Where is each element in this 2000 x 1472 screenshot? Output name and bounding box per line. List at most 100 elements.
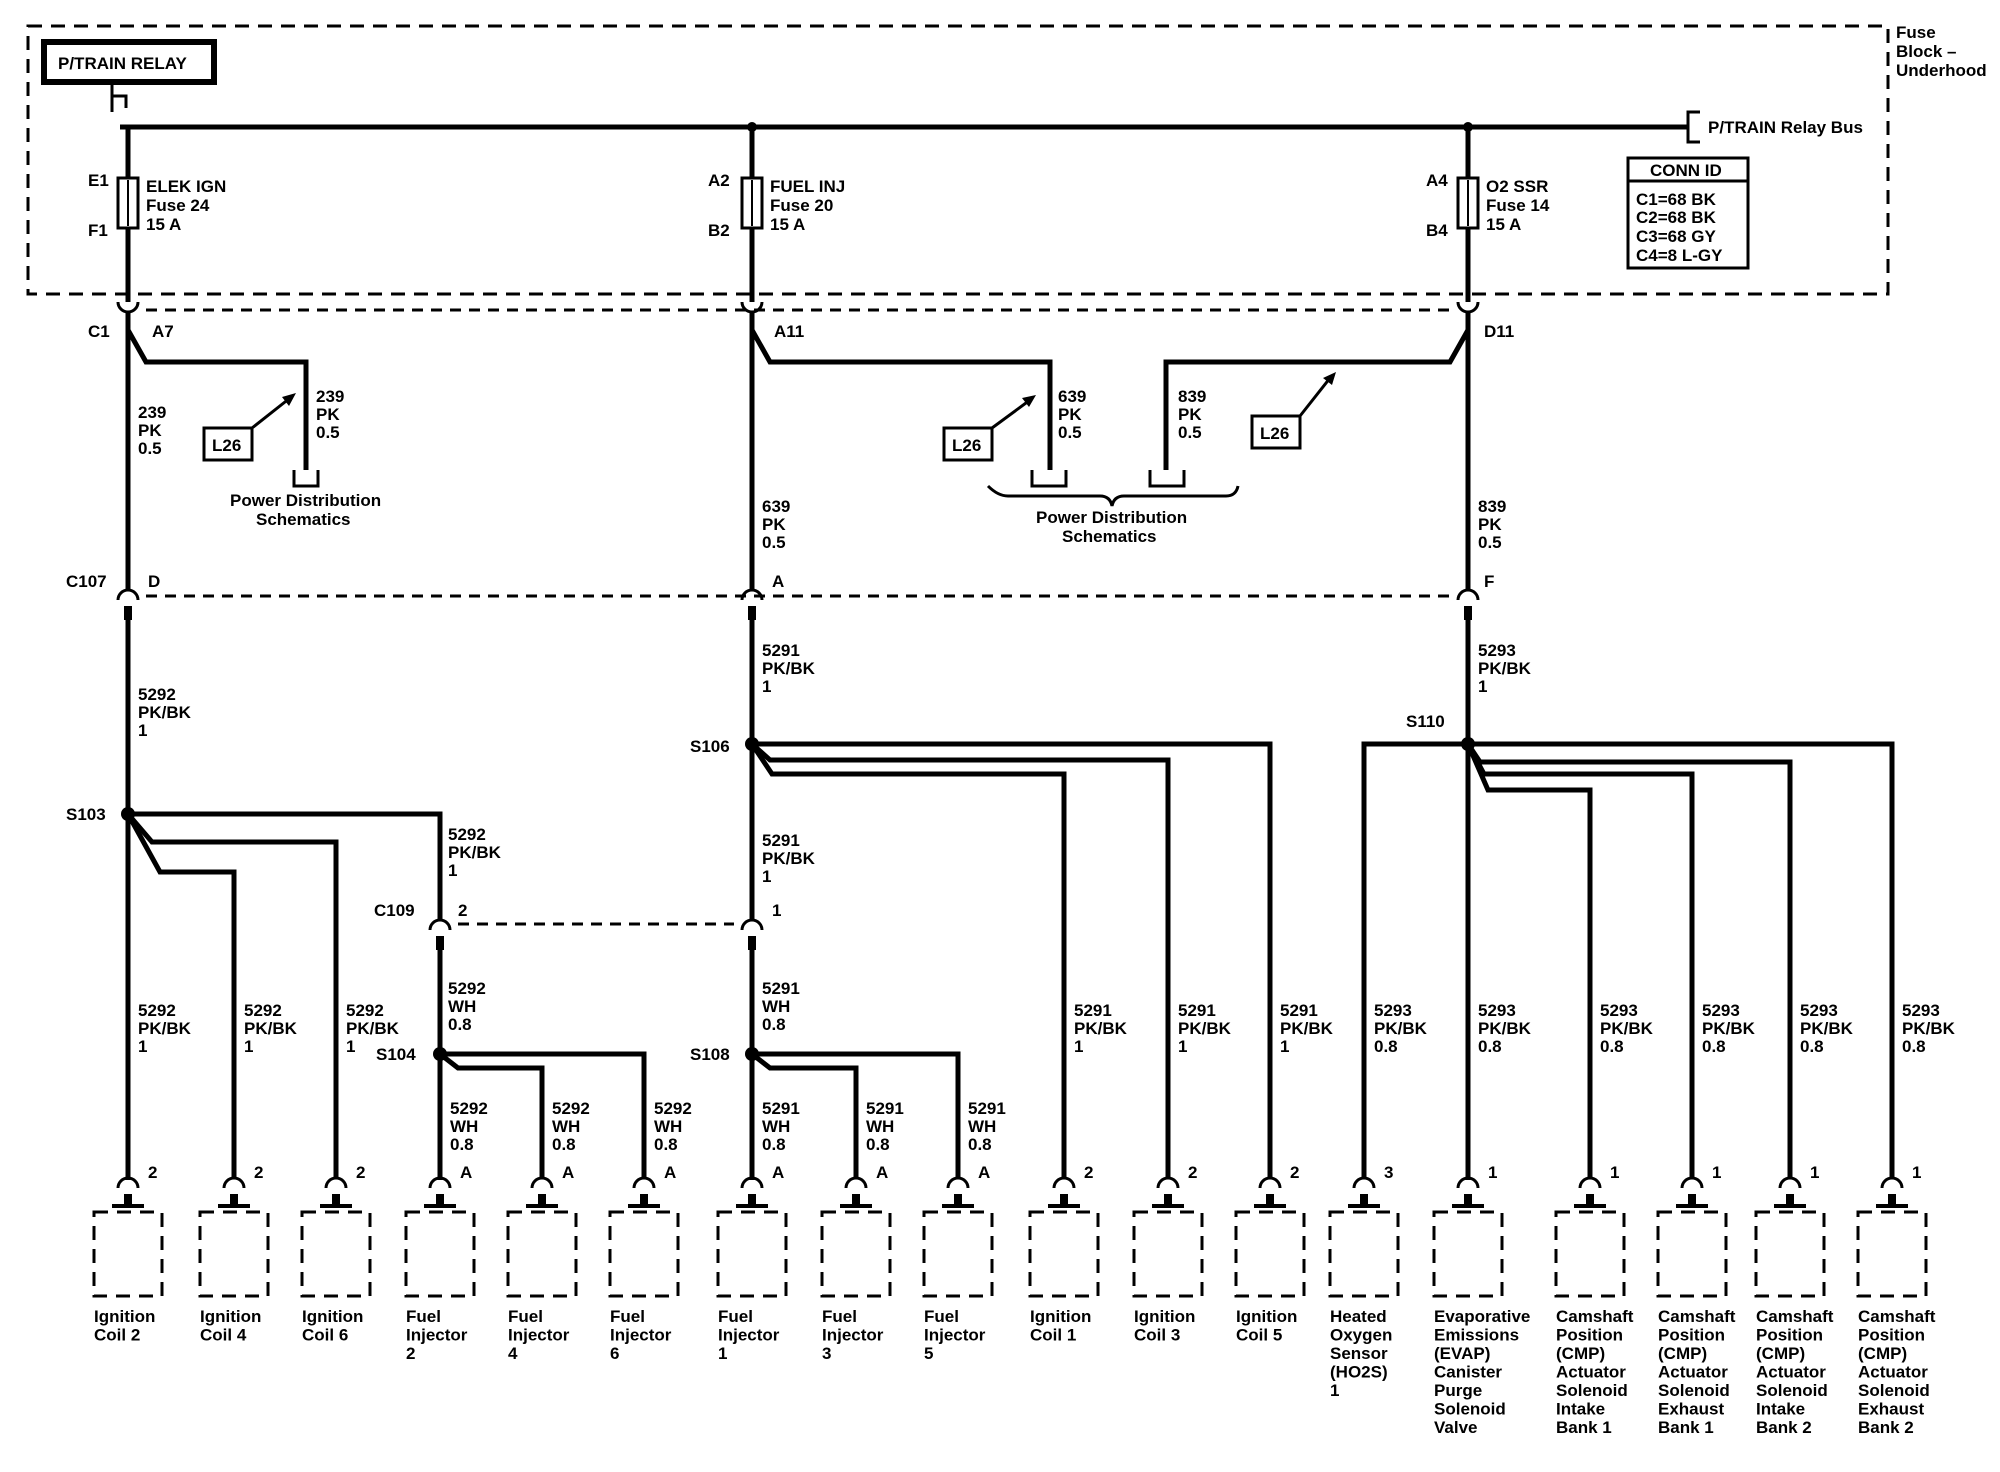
load-wire-number: 5293 — [1600, 1001, 1638, 1020]
load-component-box — [716, 1210, 788, 1298]
load-wire-color: WH — [762, 1117, 790, 1136]
fuse-name: FUEL INJ — [770, 177, 845, 196]
wire-size: 1 — [762, 677, 771, 696]
load-name: (CMP) — [1658, 1344, 1707, 1363]
wire-color: WH — [448, 997, 476, 1016]
fuse-number: Fuse 14 — [1486, 196, 1550, 215]
load-connector-terminal — [954, 1194, 962, 1206]
wire-color: PK/BK — [138, 703, 192, 722]
load-pin-label: A — [562, 1163, 574, 1182]
ref-tag-l26-1[interactable]: L26 — [202, 393, 296, 462]
load-name: Emissions — [1434, 1326, 1519, 1345]
load-name: Bank 2 — [1858, 1418, 1914, 1437]
load-component-box — [1028, 1210, 1100, 1298]
wire-size: 0.5 — [138, 439, 162, 458]
fuse-number: Fuse 20 — [770, 196, 833, 215]
load-name: Exhaust — [1658, 1400, 1724, 1419]
load-name: 3 — [822, 1344, 831, 1363]
load-name: Position — [1658, 1326, 1725, 1345]
load-connector-terminal — [1360, 1194, 1368, 1206]
load-pin-label: 1 — [1712, 1163, 1721, 1182]
wire-size: 0.5 — [316, 423, 340, 442]
svg-text:L26: L26 — [1260, 424, 1289, 443]
wire-color: PK — [138, 421, 162, 440]
wire-color: PK — [1058, 405, 1082, 424]
load-pin-label: A — [664, 1163, 676, 1182]
wire-size: 0.8 — [448, 1015, 472, 1034]
wire-number: 839 — [1178, 387, 1206, 406]
ref-tag-l26-3[interactable]: L26 — [1250, 372, 1336, 450]
load-name: 1 — [718, 1344, 727, 1363]
load-component-box — [1328, 1210, 1400, 1298]
load-wire-number: 5291 — [1074, 1001, 1112, 1020]
load-name: Fuel — [822, 1307, 857, 1326]
load-wire-size: 0.8 — [1478, 1037, 1502, 1056]
load-connector-terminal — [1464, 1194, 1472, 1206]
load-wire-color: PK/BK — [1280, 1019, 1334, 1038]
load-connector-terminal — [1786, 1194, 1794, 1206]
c109-pin-label: 1 — [772, 901, 781, 920]
load-pin-label: 1 — [1810, 1163, 1819, 1182]
load-name: Solenoid — [1658, 1381, 1730, 1400]
load-wire-color: PK/BK — [1702, 1019, 1756, 1038]
load-connector-terminal — [1888, 1194, 1896, 1206]
wire-size: 1 — [448, 861, 457, 880]
wire-number: 5292 — [138, 685, 176, 704]
load-name: Fuel — [610, 1307, 645, 1326]
load-name: Ignition — [1134, 1307, 1195, 1326]
load-pin-label: 2 — [1188, 1163, 1197, 1182]
wire-size: 0.5 — [1058, 423, 1082, 442]
load-name: Ignition — [1236, 1307, 1297, 1326]
c109-pin-label: 2 — [458, 901, 467, 920]
load-wire-size: 1 — [1178, 1037, 1187, 1056]
fuse-pin: A2 — [708, 171, 730, 190]
load-wire-color: PK/BK — [1374, 1019, 1428, 1038]
load-name: Bank 1 — [1658, 1418, 1714, 1437]
wire-number: 5291 — [762, 641, 800, 660]
load-pin-label: A — [772, 1163, 784, 1182]
wire-color: PK — [316, 405, 340, 424]
load-name: Coil 6 — [302, 1326, 348, 1345]
load-wire-size: 0.8 — [654, 1135, 678, 1154]
power-distribution-ref: Power Distribution — [230, 491, 381, 510]
load-name: Purge — [1434, 1381, 1482, 1400]
load-component-box — [922, 1210, 994, 1298]
conn-id-row: C2=68 BK — [1636, 208, 1717, 227]
pd-connector-2 — [1030, 470, 1068, 488]
load-wire-color: PK/BK — [1902, 1019, 1956, 1038]
load-connector-pin — [1156, 1176, 1180, 1189]
fuse-name: O2 SSR — [1486, 177, 1548, 196]
load-name: (CMP) — [1756, 1344, 1805, 1363]
load-name: 4 — [508, 1344, 518, 1363]
load-name: Coil 2 — [94, 1326, 140, 1345]
load-wire-size: 0.8 — [1374, 1037, 1398, 1056]
load-connector-terminal — [852, 1194, 860, 1206]
svg-text:L26: L26 — [952, 436, 981, 455]
load-connector-pin — [1456, 1176, 1480, 1189]
wire-size: 0.8 — [762, 1015, 786, 1034]
load-wire-number: 5292 — [552, 1099, 590, 1118]
load-name: Camshaft — [1658, 1307, 1736, 1326]
load-name: (CMP) — [1556, 1344, 1605, 1363]
load-connector-pin — [1680, 1176, 1704, 1189]
splice-label: S106 — [690, 737, 730, 756]
load-name: Fuel — [924, 1307, 959, 1326]
ref-tag-l26-2[interactable]: L26 — [942, 395, 1036, 462]
load-connector-pin — [946, 1176, 970, 1189]
load-wire-number: 5293 — [1702, 1001, 1740, 1020]
load-pin-label: 2 — [1290, 1163, 1299, 1182]
pd-connector-3 — [1148, 470, 1186, 488]
load-connector-pin — [1578, 1176, 1602, 1189]
load-name: Solenoid — [1556, 1381, 1628, 1400]
load-component-box — [198, 1210, 270, 1298]
load-name: Coil 4 — [200, 1326, 247, 1345]
load-wire-number: 5292 — [244, 1001, 282, 1020]
load-name: Actuator — [1658, 1363, 1728, 1382]
load-name: Camshaft — [1556, 1307, 1634, 1326]
load-component-box — [404, 1210, 476, 1298]
load-connector-terminal — [1060, 1194, 1068, 1206]
load-connector-pin — [1258, 1176, 1282, 1189]
load-wire-size: 0.8 — [866, 1135, 890, 1154]
load-wire-color: PK/BK — [244, 1019, 298, 1038]
